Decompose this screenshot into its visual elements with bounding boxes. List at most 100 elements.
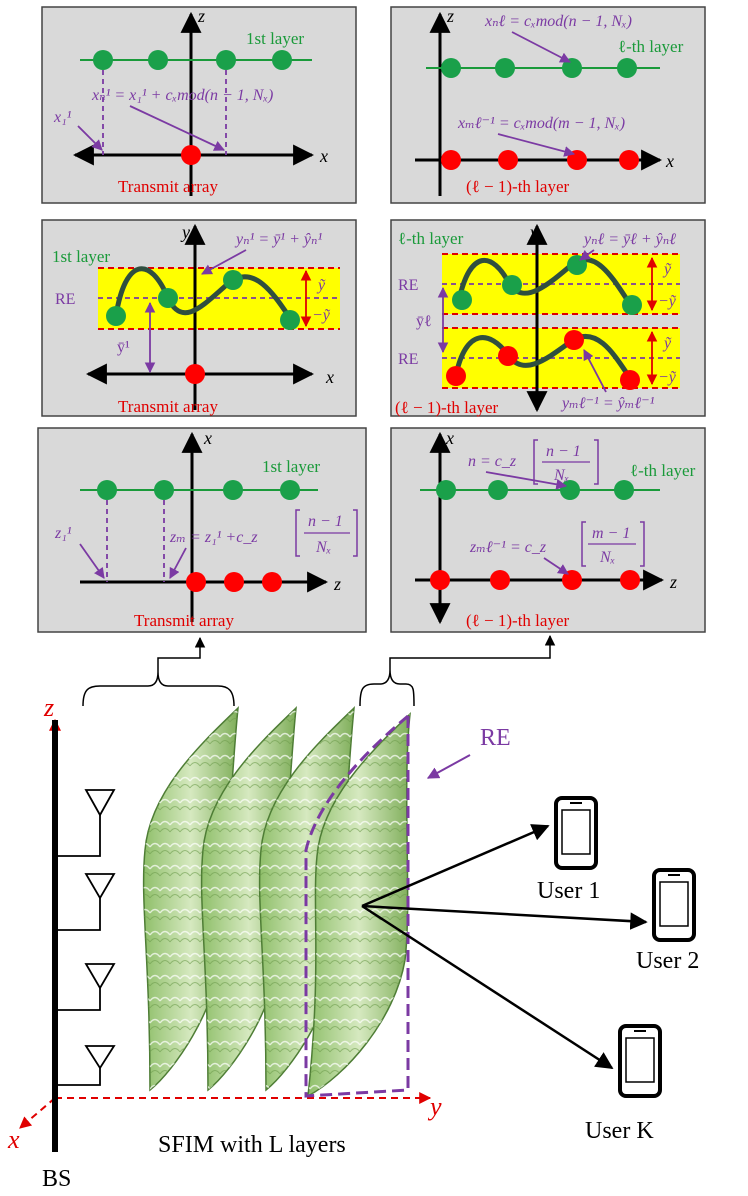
transmit-dot — [185, 364, 205, 384]
ytilde-label: ỹ — [316, 277, 326, 294]
ytilde-label: ỹ — [662, 261, 672, 278]
element-dot-prev — [562, 570, 582, 590]
element-dot — [106, 306, 126, 326]
element-dot — [502, 275, 522, 295]
axis-label-x: x — [203, 428, 212, 448]
element-dot — [622, 295, 642, 315]
transmit-dot — [262, 572, 282, 592]
element-dot — [562, 58, 582, 78]
element-dot — [617, 58, 637, 78]
ybar-label: ȳℓ — [416, 313, 432, 330]
re-outline — [304, 714, 410, 1098]
panel-1st-layer-y: y x 1st layer RE ȳ¹ yₙ¹ = ȳ¹ + ŷₙ¹ ỹ −ỹ … — [41, 219, 357, 417]
element-dot — [97, 480, 117, 500]
element-dot-prev — [620, 570, 640, 590]
metasurface-layers — [142, 706, 411, 1098]
element-dot — [154, 480, 174, 500]
neg-ytilde-label: −ỹ — [312, 307, 331, 324]
equation-zm-l-1: zₘℓ⁻¹ = c_z — [469, 539, 547, 556]
element-dot-prev — [430, 570, 450, 590]
axis-label-x: x — [319, 146, 328, 166]
equation-z1: z₁¹ — [54, 525, 72, 542]
layer-label: ℓ-th layer — [398, 229, 464, 248]
antenna-array — [55, 789, 116, 1086]
antenna-icon — [84, 873, 116, 900]
element-dot-prev — [619, 150, 639, 170]
equation-xn: xₙ¹ = x₁¹ + cₓmod(n − 1, Nₓ) — [91, 87, 273, 104]
element-dot-prev — [498, 346, 518, 366]
equation-yn: yₙ¹ = ȳ¹ + ŷₙ¹ — [234, 231, 322, 248]
brace-lth-layer — [359, 669, 415, 707]
panel-1st-layer-x: z x 1st layer x₁¹ xₙ¹ = x₁¹ + cₓmod(n − … — [41, 6, 357, 204]
transmit-dot — [186, 572, 206, 592]
antenna-icon — [84, 1045, 116, 1070]
ytilde-label-2: ỹ — [662, 335, 672, 352]
element-dot — [148, 50, 168, 70]
element-dot-prev — [498, 150, 518, 170]
phone-icon-user1 — [554, 796, 598, 870]
ybar-label: ȳ¹ — [117, 339, 130, 356]
element-dot — [495, 58, 515, 78]
element-dot-prev — [446, 366, 466, 386]
axis-label-x: x — [665, 151, 674, 171]
layer-label: 1st layer — [262, 457, 320, 476]
axis-label-x: x — [445, 428, 454, 448]
bs-label: BS — [42, 1166, 71, 1192]
sfim-label: SFIM with L layers — [158, 1132, 346, 1158]
equation-xm-l-1: xₘℓ⁻¹ = cₓmod(m − 1, Nₓ) — [457, 115, 625, 132]
brace-first-layer — [82, 671, 235, 707]
equation-n-num: n − 1 — [546, 443, 581, 460]
element-dot — [488, 480, 508, 500]
re-label-1: RE — [398, 277, 418, 294]
user2-label: User 2 — [636, 948, 699, 974]
element-dot — [93, 50, 113, 70]
re-label: RE — [55, 291, 75, 308]
axis-label-x: x — [325, 367, 334, 387]
panel-1st-layer-z: x z 1st layer z₁¹ zₘ = z₁¹ +c_z n − 1 Nₓ… — [37, 427, 367, 633]
axis-label-z: z — [669, 572, 677, 592]
scene-axis-y: y — [427, 1092, 442, 1121]
axis-label-y: y — [528, 222, 538, 242]
transmit-array-label: Transmit array — [134, 611, 234, 630]
equation-zm: zₘ = z₁¹ +c_z — [169, 529, 258, 546]
axis-label-z: z — [333, 574, 341, 594]
equation-zm-den: Nₓ — [315, 539, 331, 556]
element-dot-prev — [620, 370, 640, 390]
layer-label: 1st layer — [246, 29, 304, 48]
phone-icon-user2 — [652, 868, 696, 942]
equation-n: n = c_z — [468, 453, 517, 470]
prev-layer-label: (ℓ − 1)-th layer — [395, 398, 499, 417]
neg-ytilde-label-2: −ỹ — [658, 369, 677, 386]
element-dot — [216, 50, 236, 70]
element-dot — [441, 58, 461, 78]
transmit-dot — [224, 572, 244, 592]
scene-axis-z: z — [43, 693, 54, 722]
layer-label: ℓ-th layer — [618, 37, 684, 56]
axis-label-y: y — [180, 222, 190, 242]
axis-label-z: z — [197, 6, 205, 26]
user1-label: User 1 — [537, 878, 600, 904]
scene: z y x RE — [7, 693, 699, 1192]
equation-yn-l: yₙℓ = ȳℓ + ŷₙℓ — [582, 231, 676, 248]
element-dot — [223, 270, 243, 290]
equation-n-den: Nₓ — [553, 467, 569, 484]
element-dot — [272, 50, 292, 70]
scene-axis-x: x — [7, 1125, 20, 1154]
antenna-icon — [84, 963, 116, 990]
panel-lth-layer-z: x z n = c_z n − 1 Nₓ ℓ-th layer zₘℓ⁻¹ = … — [390, 427, 706, 633]
axis-label-z: z — [446, 6, 454, 26]
element-dot-prev — [564, 330, 584, 350]
antenna-icon — [84, 789, 116, 817]
equation-zm-num: m − 1 — [592, 525, 630, 542]
transmit-dot — [181, 145, 201, 165]
element-dot-prev — [490, 570, 510, 590]
transmit-array-label: Transmit array — [118, 397, 218, 416]
element-dot — [436, 480, 456, 500]
element-dot — [223, 480, 243, 500]
phone-icon-userK — [618, 1024, 662, 1098]
element-dot — [614, 480, 634, 500]
equation-zm-den: Nₓ — [599, 549, 615, 566]
element-dot — [158, 288, 178, 308]
element-dot — [280, 480, 300, 500]
